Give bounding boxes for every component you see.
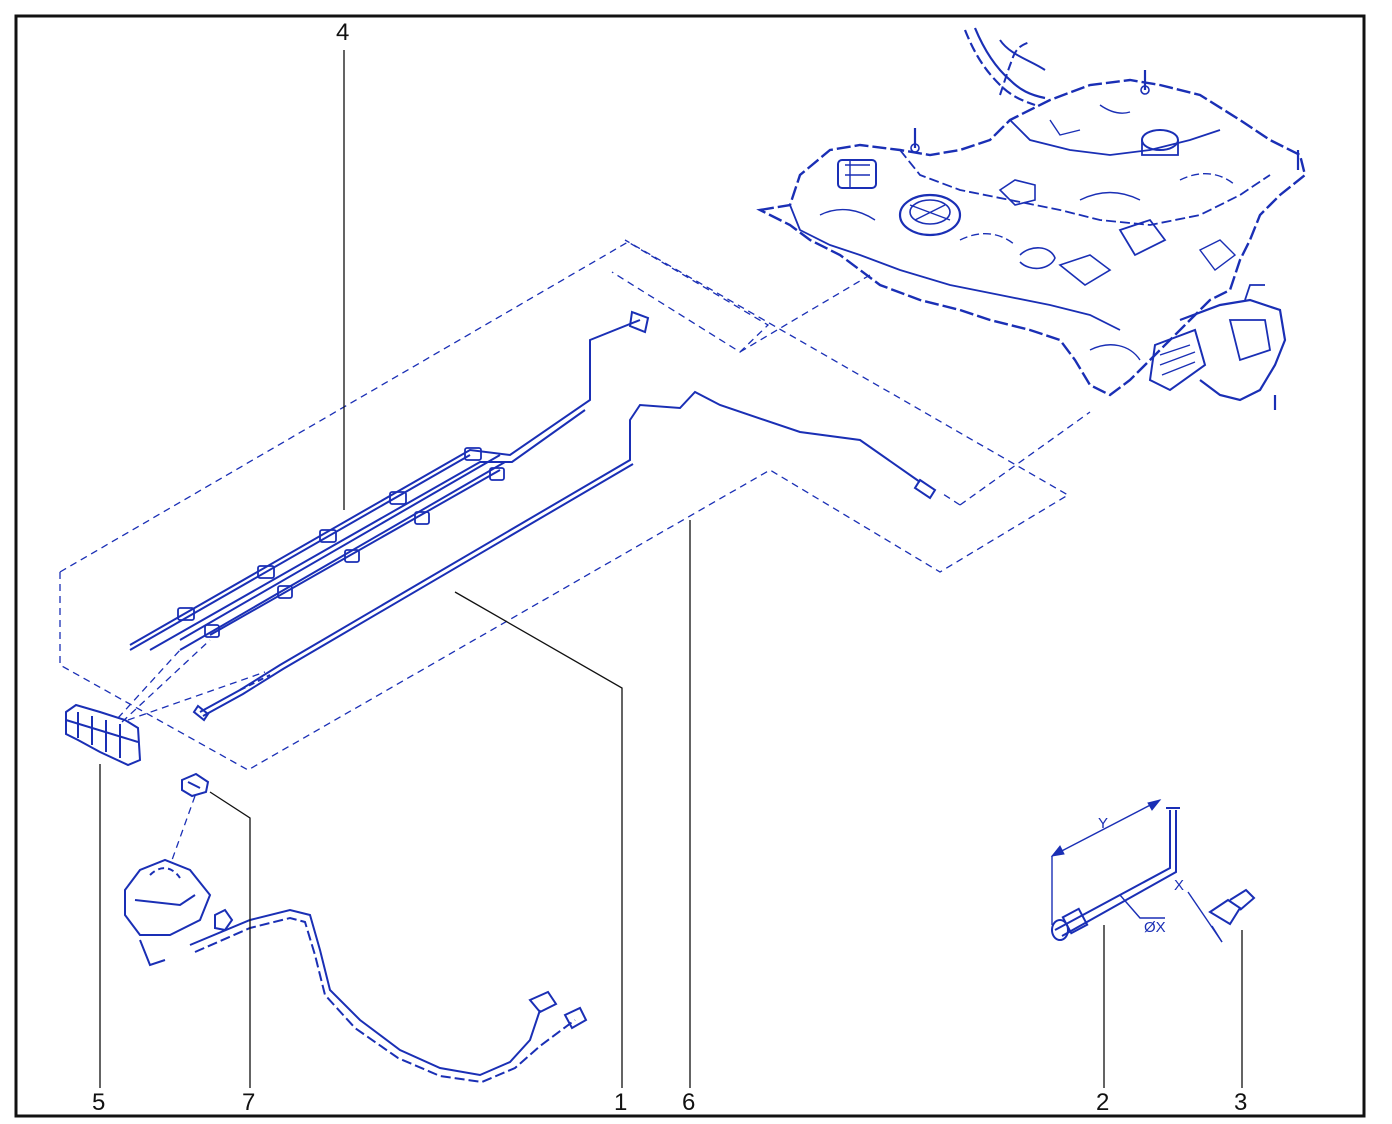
- leader-lines: [99, 50, 1243, 1088]
- pipe-part-2: [1050, 799, 1180, 941]
- pipe-clip-block: [65, 703, 142, 767]
- dim-dia-label: ØX: [1144, 919, 1166, 936]
- callout-3: 3: [1234, 1089, 1247, 1116]
- callout-5: 5: [92, 1089, 105, 1116]
- dim-y-label: Y: [1098, 815, 1108, 832]
- dim-x-label: X: [1174, 877, 1184, 894]
- callout-7: 7: [242, 1089, 255, 1116]
- small-clip: [181, 772, 210, 798]
- brake-pipe-bundle: [129, 310, 650, 651]
- diagram-frame: [14, 14, 1366, 1118]
- callout-6: 6: [682, 1089, 695, 1116]
- leader-7: [209, 791, 251, 1088]
- hose-assembly: [124, 858, 588, 1084]
- fuel-tank-assembly: [756, 27, 1307, 410]
- fuel-feed-pipe: [192, 390, 937, 722]
- fitting-part-3: [1187, 888, 1256, 943]
- assembly-outline: [59, 239, 1091, 771]
- callout-2: 2: [1096, 1089, 1109, 1116]
- callout-1: 1: [614, 1089, 627, 1116]
- callout-4: 4: [336, 19, 349, 46]
- leader-1: [454, 591, 623, 1088]
